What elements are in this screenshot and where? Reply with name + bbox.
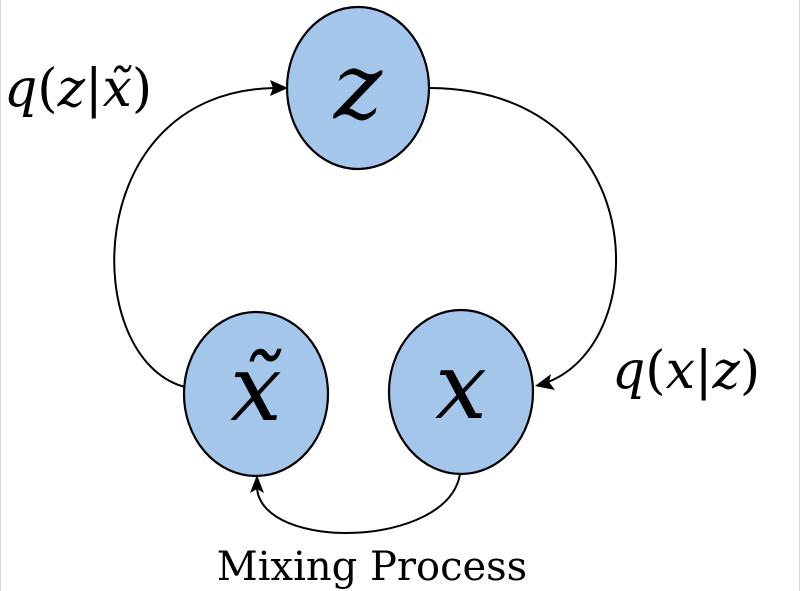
edge-encoder-label: q(z|x̃) bbox=[4, 59, 152, 119]
node-x-label: x bbox=[435, 333, 487, 440]
edge-decoder-label: q(x|z) bbox=[612, 341, 760, 401]
node-z-label: z bbox=[333, 33, 383, 140]
encoder-label-open: ( bbox=[37, 59, 57, 119]
decoder-label-given: z bbox=[711, 341, 740, 401]
decoder-label-close: ) bbox=[740, 341, 760, 401]
edge-mixing bbox=[256, 473, 461, 534]
node-z bbox=[285, 5, 431, 171]
node-x-tilde bbox=[182, 310, 330, 478]
edge-decoder-arrowhead bbox=[535, 374, 555, 390]
edge-encoder-arrowhead bbox=[270, 80, 288, 96]
encoder-label-func: q bbox=[4, 59, 37, 119]
decoder-label-bar: | bbox=[695, 341, 713, 401]
node-x-tilde-label: x̃ bbox=[230, 335, 282, 442]
decoder-label-var: x bbox=[666, 341, 695, 401]
edge-mixing-label: Mixing Process bbox=[217, 544, 527, 590]
encoder-label-var: z bbox=[57, 59, 86, 119]
encoder-label-bar: | bbox=[85, 59, 103, 119]
edge-decoder bbox=[429, 87, 618, 383]
decoder-label-func: q bbox=[612, 341, 645, 401]
node-x bbox=[387, 308, 535, 476]
encoder-label-close: ) bbox=[132, 59, 152, 119]
edge-encoder bbox=[113, 87, 275, 388]
encoder-label-given: x̃ bbox=[103, 59, 133, 119]
decoder-label-open: ( bbox=[645, 341, 665, 401]
edge-mixing-arrowhead bbox=[250, 475, 264, 493]
